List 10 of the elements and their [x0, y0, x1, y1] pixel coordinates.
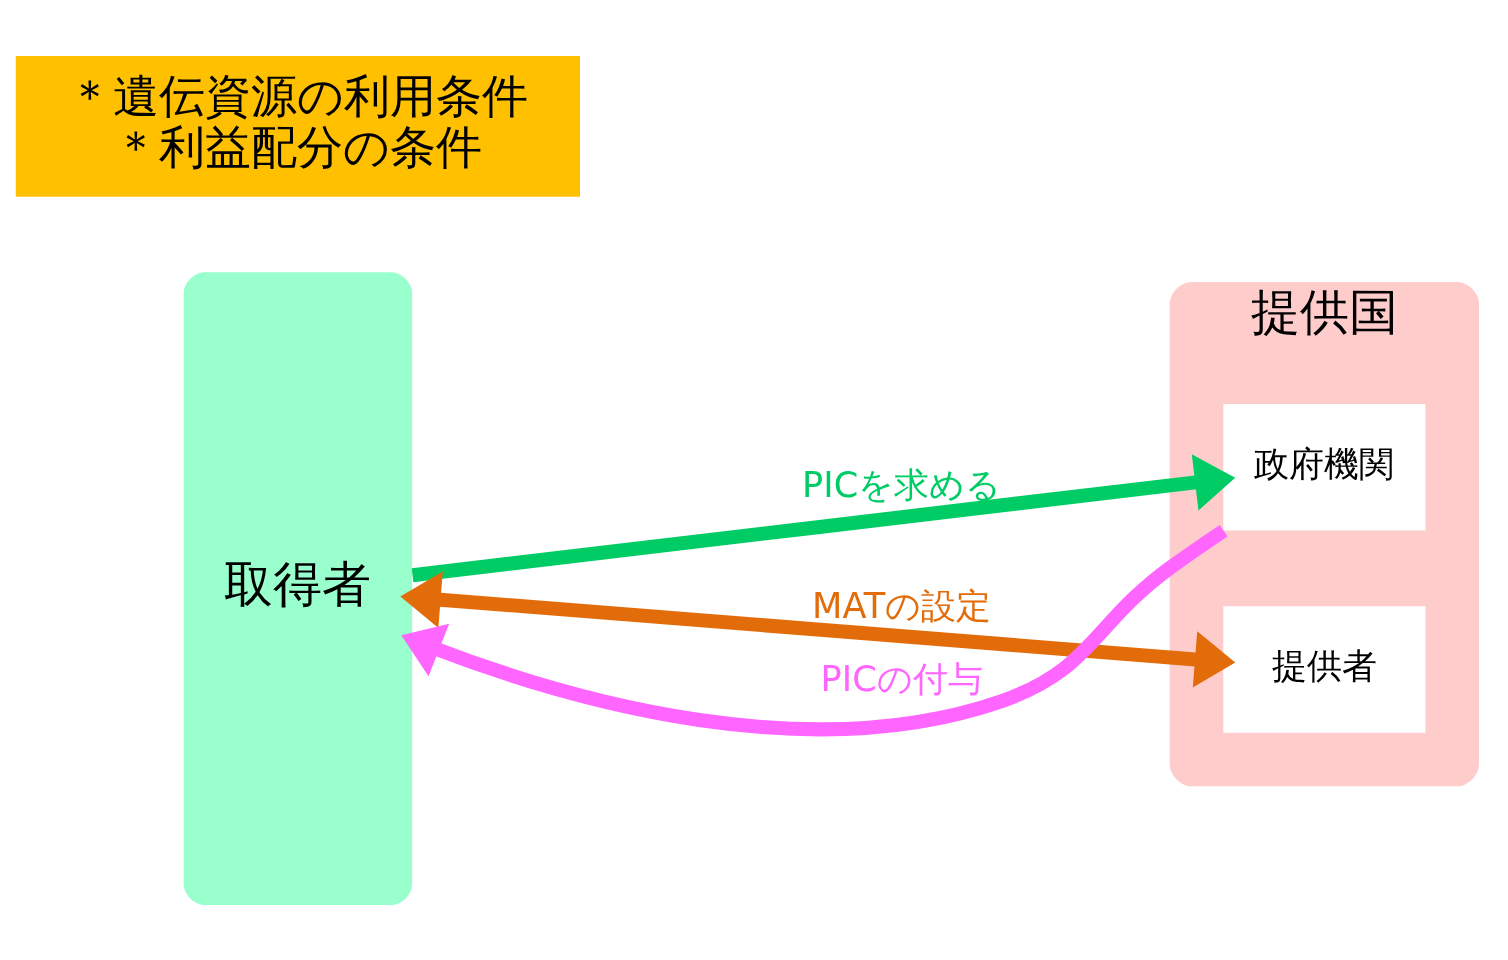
- node-box: 提供者: [1223, 605, 1426, 733]
- node-box: ＊遺伝資源の利用条件 ＊利益配分の条件: [15, 55, 580, 197]
- arrow: [411, 453, 1236, 582]
- node-box: 政府機関: [1223, 403, 1426, 531]
- arrow: [400, 571, 1236, 688]
- arrow: [401, 524, 1228, 736]
- edge-label: PICを求める: [802, 463, 1002, 505]
- edge-label: MATの設定: [812, 584, 992, 626]
- edge-label: PICの付与: [820, 657, 983, 699]
- node-box: 取得者: [183, 271, 413, 905]
